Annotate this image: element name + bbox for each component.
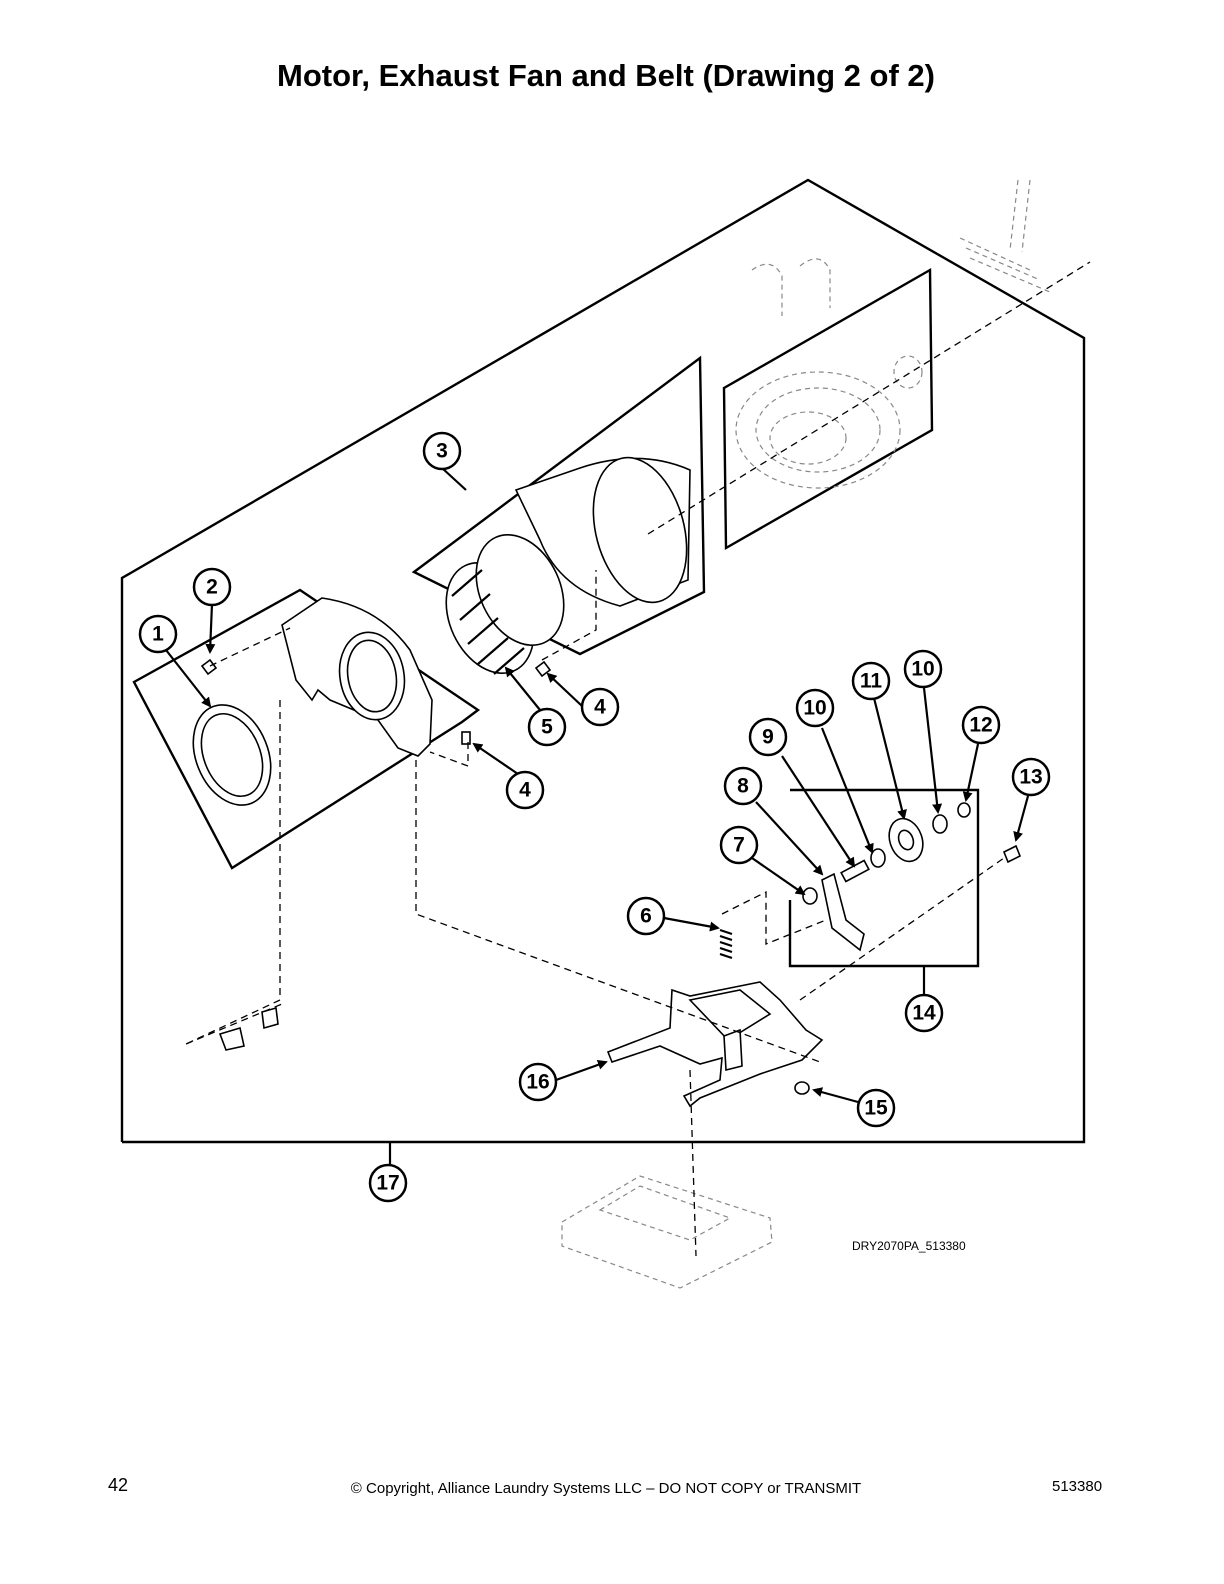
spring [719,928,733,960]
svg-text:5: 5 [541,716,553,739]
callout-15: 15 [856,1088,896,1128]
motor-group-frame [722,267,934,551]
motor-ghost [735,179,1051,489]
svg-text:16: 16 [526,1071,549,1094]
svg-text:14: 14 [912,1002,936,1025]
callout-17: 17 [368,1163,408,1203]
callout-7: 7 [719,825,759,865]
leader-lines [165,467,1030,1166]
svg-text:4: 4 [519,779,531,802]
page-title: Motor, Exhaust Fan and Belt (Drawing 2 o… [277,58,935,93]
svg-text:2: 2 [206,576,218,599]
svg-text:1: 1 [152,623,164,646]
svg-text:13: 13 [1019,766,1042,789]
idler-group-frame [788,788,980,968]
callout-16: 16 [518,1062,558,1102]
callout-13: 13 [1011,757,1051,797]
callout-3: 3 [422,431,462,471]
screw-4b [461,731,471,745]
svg-text:3: 3 [436,440,448,463]
svg-text:10: 10 [911,658,934,681]
svg-text:10: 10 [803,697,826,720]
svg-text:9: 9 [762,726,774,749]
callout-8: 8 [723,766,763,806]
callout-6: 6 [626,896,666,936]
seal-ring [192,704,272,806]
fan-scroll-housing [514,456,691,607]
callout-5: 5 [527,707,567,747]
screw-4a [534,660,552,678]
callout-12: 12 [961,705,1001,745]
callout-4a: 4 [580,687,620,727]
callout-9: 9 [748,717,788,757]
screw-2 [200,658,218,676]
svg-text:7: 7 [733,834,745,857]
svg-text:15: 15 [864,1097,888,1120]
callout-10b: 10 [903,649,943,689]
svg-text:8: 8 [737,775,749,798]
callout-1: 1 [138,614,178,654]
motor-clamp-ghost [218,1006,279,1051]
base-ghost [561,1175,773,1289]
housing-group-frame [132,588,481,870]
svg-text:12: 12 [969,714,992,737]
blower-housing-plate [281,597,433,757]
callout-4b: 4 [505,770,545,810]
callout-14: 14 [904,993,944,1033]
svg-text:6: 6 [640,905,652,928]
document-number: 513380 [1052,1478,1103,1495]
svg-text:11: 11 [860,670,883,693]
motor-mount-bracket [606,981,824,1108]
callout-11: 11 [851,661,891,701]
assembly-lines [185,261,1091,1257]
assembly-frame-17 [120,178,1086,1144]
callout-2: 2 [192,567,232,607]
svg-text:4: 4 [594,696,606,719]
idler-pulley [802,802,1022,952]
nut-15 [794,1081,810,1095]
svg-text:17: 17 [376,1172,399,1195]
copyright-notice: © Copyright, Alliance Laundry Systems LL… [350,1480,862,1497]
callout-10a: 10 [795,688,835,728]
fan-wheel [445,533,565,675]
page-number: 42 [108,1475,129,1495]
drawing-id: DRY2070PA_513380 [852,1239,966,1253]
